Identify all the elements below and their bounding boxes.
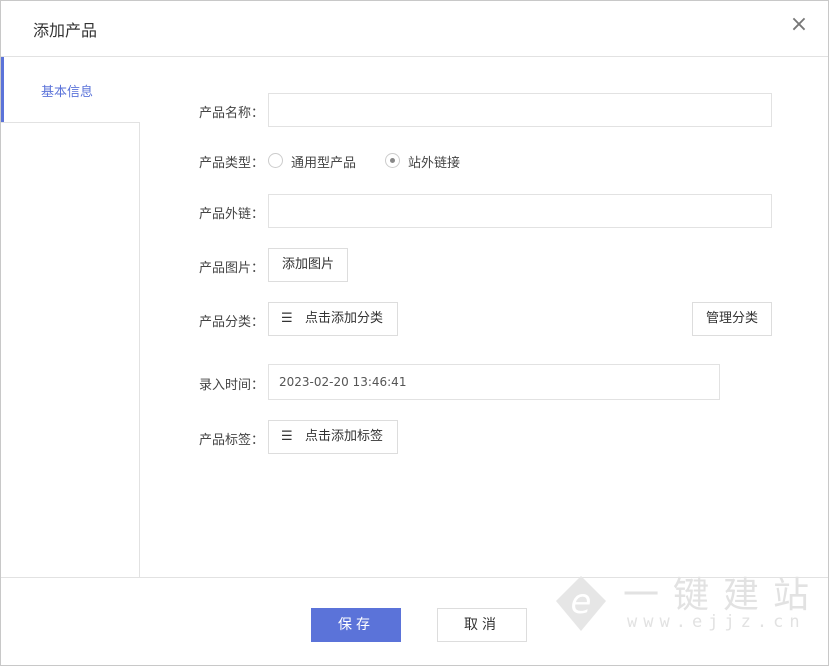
add-image-button[interactable]: 添加图片 <box>268 248 348 282</box>
watermark-logo: e 一键建站 www.ejjz.cn <box>556 575 821 632</box>
tab-basic-info[interactable]: 基本信息 <box>1 57 139 122</box>
entry-time-input[interactable]: 2023-02-20 13:46:41 <box>268 364 720 400</box>
dialog-title: 添加产品 <box>33 21 98 40</box>
save-button[interactable]: 保存 <box>311 608 401 642</box>
add-category-label: 点击添加分类 <box>305 311 384 326</box>
image-label: 产品图片： <box>199 261 265 276</box>
time-label: 录入时间： <box>199 378 265 393</box>
radio-general-product[interactable] <box>268 153 283 168</box>
svg-text:一键建站: 一键建站 <box>623 575 821 616</box>
radio-external-link[interactable] <box>385 153 400 168</box>
svg-text:www.ejjz.cn: www.ejjz.cn <box>627 612 806 632</box>
manage-category-button[interactable]: 管理分类 <box>692 302 772 336</box>
list-icon: ☰ <box>281 429 293 444</box>
add-category-button[interactable]: ☰ 点击添加分类 <box>268 302 398 336</box>
radio-general-product-label[interactable]: 通用型产品 <box>291 156 357 171</box>
add-tag-button[interactable]: ☰ 点击添加标签 <box>268 420 398 454</box>
product-name-input[interactable] <box>268 93 772 127</box>
dialog-header: 添加产品 × <box>1 1 828 57</box>
divider <box>1 122 140 123</box>
name-label: 产品名称： <box>199 106 265 121</box>
close-icon[interactable]: × <box>789 12 809 37</box>
type-label: 产品类型： <box>199 156 265 171</box>
link-label: 产品外链： <box>199 207 265 222</box>
radio-external-link-label[interactable]: 站外链接 <box>408 156 461 171</box>
list-icon: ☰ <box>281 311 293 326</box>
external-link-input[interactable] <box>268 194 772 228</box>
add-tag-label: 点击添加标签 <box>305 429 384 444</box>
cancel-button[interactable]: 取消 <box>437 608 527 642</box>
tags-label: 产品标签： <box>199 433 265 448</box>
category-label: 产品分类： <box>199 315 265 330</box>
divider <box>139 122 140 577</box>
svg-text:e: e <box>571 582 592 622</box>
divider <box>1 577 828 578</box>
